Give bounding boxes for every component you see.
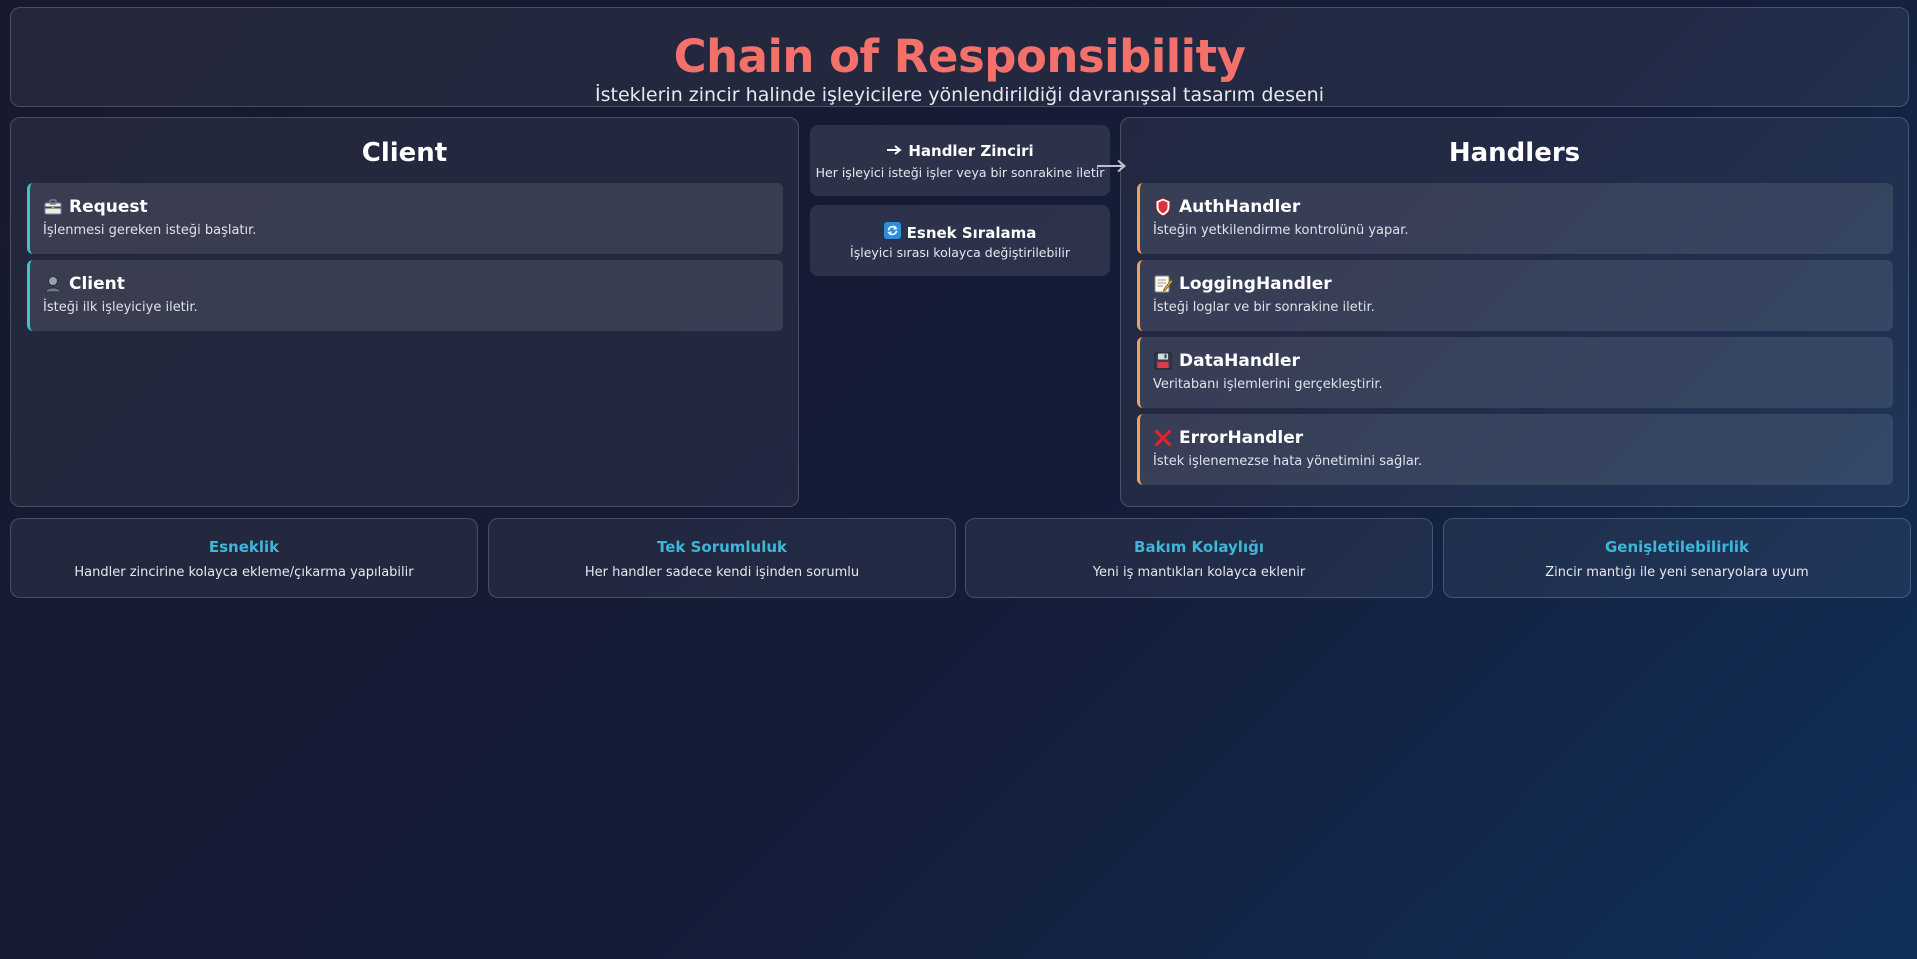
- client-card-title: Client: [69, 274, 125, 294]
- data-handler-title: DataHandler: [1179, 351, 1300, 371]
- flexible-order-title: Esnek Sıralama: [906, 223, 1037, 242]
- page-subtitle: İsteklerin zincir halinde işleyicilere y…: [595, 84, 1324, 106]
- client-panel: Client Request İşlenmesi gereken isteği …: [10, 117, 799, 507]
- logging-handler-title: LoggingHandler: [1179, 274, 1332, 294]
- feature-desc: Her handler sadece kendi işinden sorumlu: [584, 565, 860, 580]
- arrow-right-icon: [886, 142, 902, 160]
- error-handler-title: ErrorHandler: [1179, 428, 1304, 448]
- feature-maintainability: Bakım Kolaylığı Yeni iş mantıkları kolay…: [965, 518, 1433, 598]
- error-handler-card: ErrorHandler İstek işlenemezse hata yöne…: [1137, 414, 1893, 485]
- auth-handler-card: AuthHandler İsteğin yetkilendirme kontro…: [1137, 183, 1893, 254]
- request-card-title: Request: [69, 197, 148, 217]
- feature-title: Tek Sorumluluk: [656, 538, 788, 556]
- feature-title: Genişletilebilirlik: [1605, 538, 1749, 556]
- logging-handler-card: LoggingHandler İsteği loglar ve bir sonr…: [1137, 260, 1893, 331]
- feature-extensibility: Genişletilebilirlik Zincir mantığı ile y…: [1443, 518, 1911, 598]
- handler-chain-title: Handler Zinciri: [908, 142, 1034, 160]
- header-panel: Chain of Responsibility İsteklerin zinci…: [10, 7, 1909, 107]
- cycle-icon: [883, 222, 901, 243]
- client-card-desc: İsteği ilk işleyiciye iletir.: [43, 300, 198, 315]
- feature-single-responsibility: Tek Sorumluluk Her handler sadece kendi …: [488, 518, 956, 598]
- logging-handler-desc: İsteği loglar ve bir sonrakine iletir.: [1153, 300, 1375, 315]
- handler-chain-desc: Her işleyici isteği işler veya bir sonra…: [815, 165, 1105, 180]
- request-card-desc: İşlenmesi gereken isteği başlatır.: [43, 223, 257, 238]
- feature-title: Bakım Kolaylığı: [1134, 538, 1264, 556]
- handler-chain-box: Handler Zinciri Her işleyici isteği işle…: [810, 125, 1110, 196]
- data-handler-desc: Veritabanı işlemlerini gerçekleştirir.: [1153, 377, 1383, 392]
- flexible-order-desc: İşleyici sırası kolayca değiştirilebilir: [850, 245, 1070, 260]
- shield-icon: [1153, 197, 1173, 217]
- handlers-panel-title: Handlers: [1448, 138, 1581, 168]
- client-panel-title: Client: [361, 138, 448, 168]
- flexible-order-box: Esnek Sıralama İşleyici sırası kolayca d…: [810, 205, 1110, 276]
- auth-handler-desc: İsteğin yetkilendirme kontrolünü yapar.: [1153, 223, 1409, 238]
- memo-icon: [1153, 274, 1173, 294]
- feature-desc: Zincir mantığı ile yeni senaryolara uyum: [1545, 565, 1809, 580]
- data-handler-card: DataHandler Veritabanı işlemlerini gerçe…: [1137, 337, 1893, 408]
- auth-handler-title: AuthHandler: [1179, 197, 1301, 217]
- person-icon: [43, 274, 63, 294]
- feature-desc: Handler zincirine kolayca ekleme/çıkarma…: [74, 565, 414, 580]
- floppy-disk-icon: [1153, 351, 1173, 371]
- handlers-panel: Handlers AuthHandler İsteğin yetkilendir…: [1120, 117, 1909, 507]
- cross-mark-icon: [1153, 428, 1173, 448]
- feature-flexibility: Esneklik Handler zincirine kolayca eklem…: [10, 518, 478, 598]
- briefcase-icon: [43, 197, 63, 217]
- client-card: Client İsteği ilk işleyiciye iletir.: [27, 260, 783, 331]
- error-handler-desc: İstek işlenemezse hata yönetimini sağlar…: [1153, 454, 1423, 469]
- page-title: Chain of Responsibility: [673, 30, 1246, 83]
- flow-arrow-icon: [1095, 156, 1127, 180]
- feature-title: Esneklik: [208, 538, 280, 556]
- request-card: Request İşlenmesi gereken isteği başlatı…: [27, 183, 783, 254]
- feature-desc: Yeni iş mantıkları kolayca eklenir: [1092, 565, 1306, 580]
